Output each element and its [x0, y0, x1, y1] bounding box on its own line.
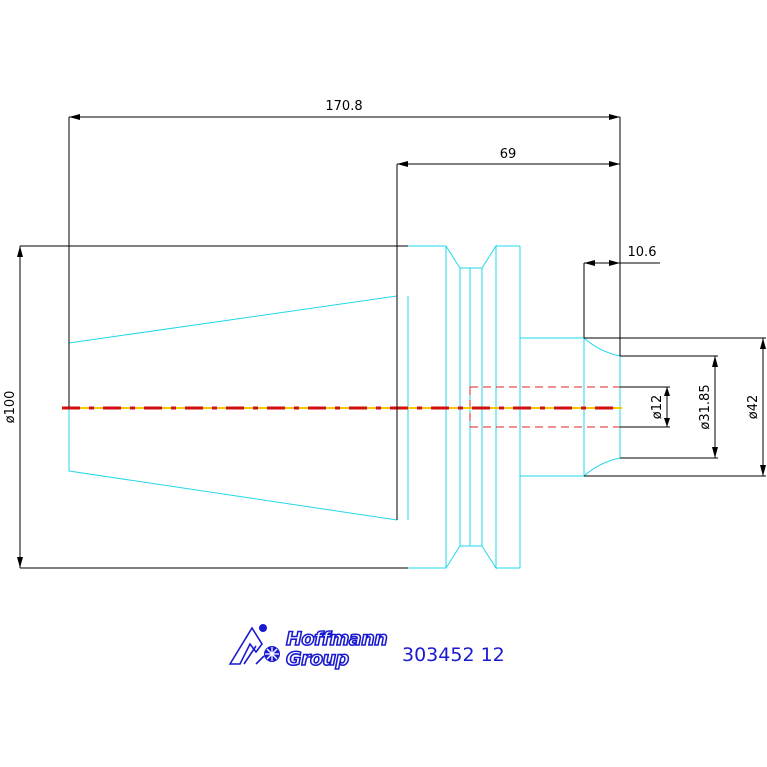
hoffmann-logo: Hoffmann Group [228, 624, 388, 671]
arrow-10-6-left [584, 260, 595, 266]
dimension-lines [19, 116, 764, 568]
taper-top-edge [68, 295, 398, 344]
arrow-dia12-bottom [664, 418, 670, 427]
dim-overall-length: 170.8 [325, 99, 362, 114]
dim-outer-diameter: ø42 [746, 395, 761, 420]
article-number: 303452 12 [402, 644, 505, 666]
arrow-dia42-top [760, 338, 766, 349]
end-chamfer-top [583, 337, 621, 357]
dim-bore-diameter: ø12 [650, 395, 665, 420]
taper-bottom-edge [68, 470, 398, 521]
dimension-arrows [17, 114, 766, 568]
dim-end-step: 10.6 [628, 245, 657, 260]
end-chamfer-bottom [583, 457, 621, 477]
arrow-69-right [609, 161, 620, 167]
arrow-overall-left [69, 114, 80, 120]
black-geometry [20, 117, 766, 569]
arrow-dia42-bottom [760, 465, 766, 476]
arrow-dia31-top [712, 356, 718, 367]
arrow-overall-right [609, 114, 620, 120]
dim-inner-diameter: ø31.85 [698, 384, 713, 429]
logo-line-1: Hoffmann [286, 628, 387, 650]
arrow-dia100-bottom [17, 557, 23, 568]
dim-flange-diameter: ø100 [3, 391, 18, 424]
dim-taper-to-end: 69 [500, 147, 517, 162]
arrow-69-left [397, 161, 408, 167]
arrow-10-6-right [609, 260, 620, 266]
logo-line-2: Group [286, 648, 349, 670]
arrow-dia100-top [17, 246, 23, 257]
arrow-dia12-top [664, 387, 670, 396]
hoffmann-mark-icon [228, 624, 280, 665]
arrow-dia31-bottom [712, 447, 718, 458]
